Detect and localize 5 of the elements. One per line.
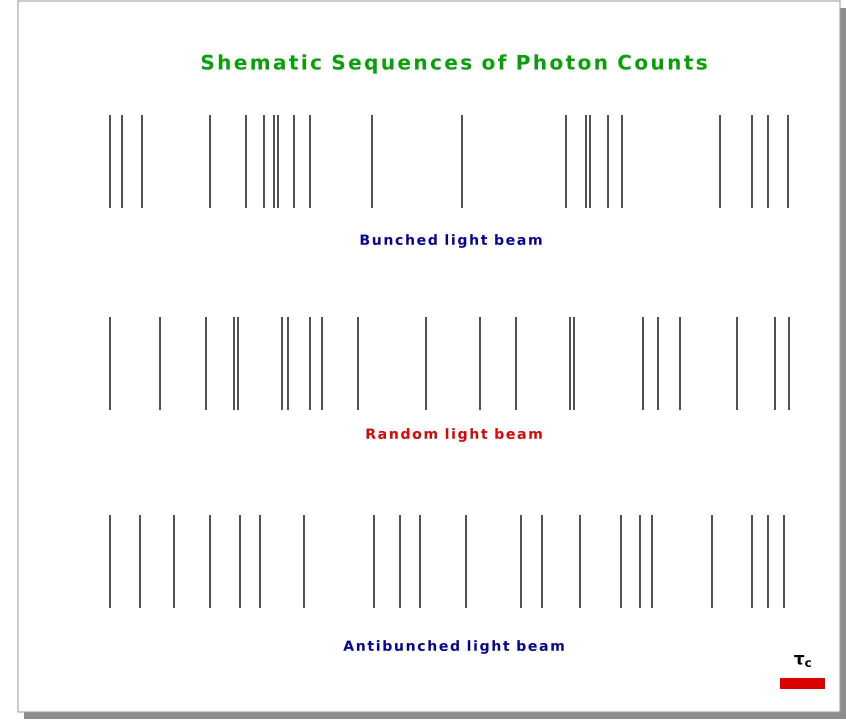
caption: Random light beam bbox=[366, 428, 542, 442]
caption: Antibunched light beam bbox=[343, 640, 564, 654]
title: Shematic Sequences of Photon Counts bbox=[202, 54, 707, 74]
scale-label: τ$_{c}$ bbox=[794, 654, 811, 668]
caption: Bunched light beam bbox=[360, 234, 542, 248]
